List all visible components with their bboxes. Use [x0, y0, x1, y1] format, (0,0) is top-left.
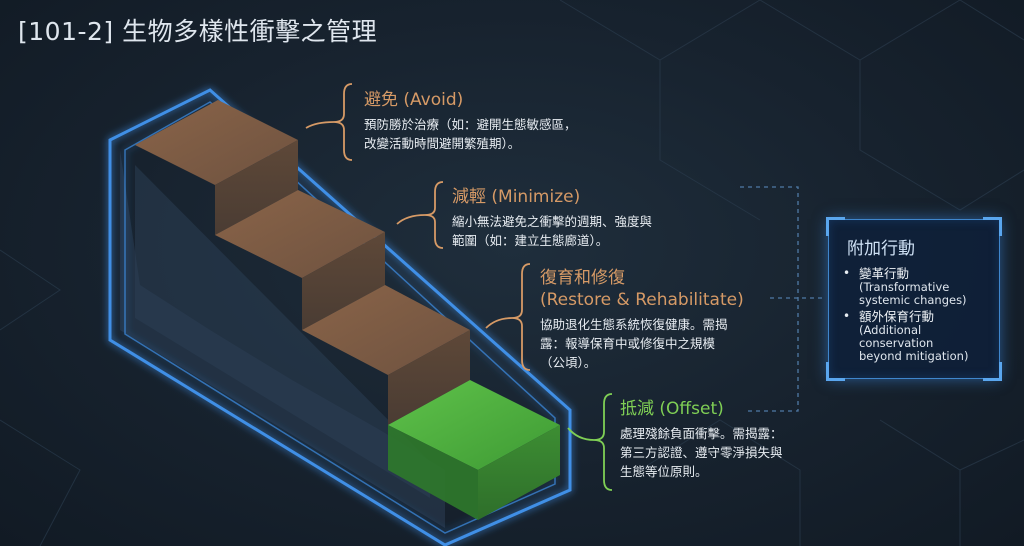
step-restore-riser [388, 330, 470, 425]
bullet-icon: • [843, 266, 851, 280]
step-restore-heading: 復育和修復 (Restore & Rehabilitate) [540, 268, 744, 310]
panel-corner-bottom-left [826, 362, 845, 381]
panel-corner-bottom-right [983, 362, 1002, 381]
step-minimize: 減輕 (Minimize) 縮小無法避免之衝擊的週期、強度與 範圍（如：建立生態… [452, 186, 652, 250]
panel-item-label: 變革行動 [859, 266, 910, 281]
additional-actions-panel: 附加行動 • 變革行動 (Transformative systemic cha… [826, 217, 1002, 381]
step-avoid-riser [215, 140, 298, 235]
step-offset-top [388, 380, 560, 470]
step-minimize-description: 縮小無法避免之衝擊的週期、強度與 範圍（如：建立生態廊道）。 [452, 214, 653, 248]
step-restore-description: 協助退化生態系統恢復健康。需揭 露：報導保育中或修復中之規模 （公頃）。 [540, 317, 728, 370]
step-restore-top [302, 285, 470, 375]
step-minimize-top [215, 190, 385, 278]
page-title: [101-2] 生物多樣性衝擊之管理 [18, 17, 378, 46]
panel-connector-lines [740, 186, 826, 412]
brace-restore [485, 263, 531, 371]
staircase-glow-outline [108, 88, 572, 546]
step-avoid-top [135, 100, 298, 185]
bullet-icon: • [843, 309, 851, 323]
brace-avoid [305, 83, 353, 161]
brace-minimize [396, 181, 444, 249]
panel-item-label: 額外保育行動 [859, 309, 935, 324]
panel-title: 附加行動 [847, 239, 915, 259]
step-avoid: 避免 (Avoid) 預防勝於治療（如：避開生態敏感區， 改變活動時間避開繁殖期… [364, 89, 577, 153]
step-restore: 復育和修復 (Restore & Rehabilitate) 協助退化生態系統恢… [540, 267, 744, 372]
step-avoid-description: 預防勝於治療（如：避開生態敏感區， 改變活動時間避開繁殖期）。 [364, 117, 577, 151]
step-minimize-heading: 減輕 (Minimize) [452, 187, 581, 207]
step-offset-riser [478, 425, 560, 520]
step-minimize-riser [302, 232, 385, 330]
step-offset: 抵減 (Offset) 處理殘餘負面衝擊。需揭露： 第三方認證、遵守零淨損失與 … [620, 398, 783, 481]
step-offset-description: 處理殘餘負面衝擊。需揭露： 第三方認證、遵守零淨損失與 生態等位原則。 [620, 426, 783, 479]
panel-corner-top-left [826, 217, 845, 236]
panel-list: • 變革行動 (Transformative systemic changes)… [841, 266, 968, 365]
staircase-side-inner [135, 165, 430, 498]
step-avoid-heading: 避免 (Avoid) [364, 90, 464, 110]
panel-item-additional-conservation: • 額外保育行動 (Additional conservation beyond… [843, 309, 969, 363]
step-offset-side [388, 425, 478, 520]
panel-corner-top-right [983, 217, 1002, 236]
brace-offset [567, 393, 613, 491]
step-offset-heading: 抵減 (Offset) [620, 399, 724, 419]
panel-item-transformative: • 變革行動 (Transformative systemic changes) [843, 266, 967, 307]
